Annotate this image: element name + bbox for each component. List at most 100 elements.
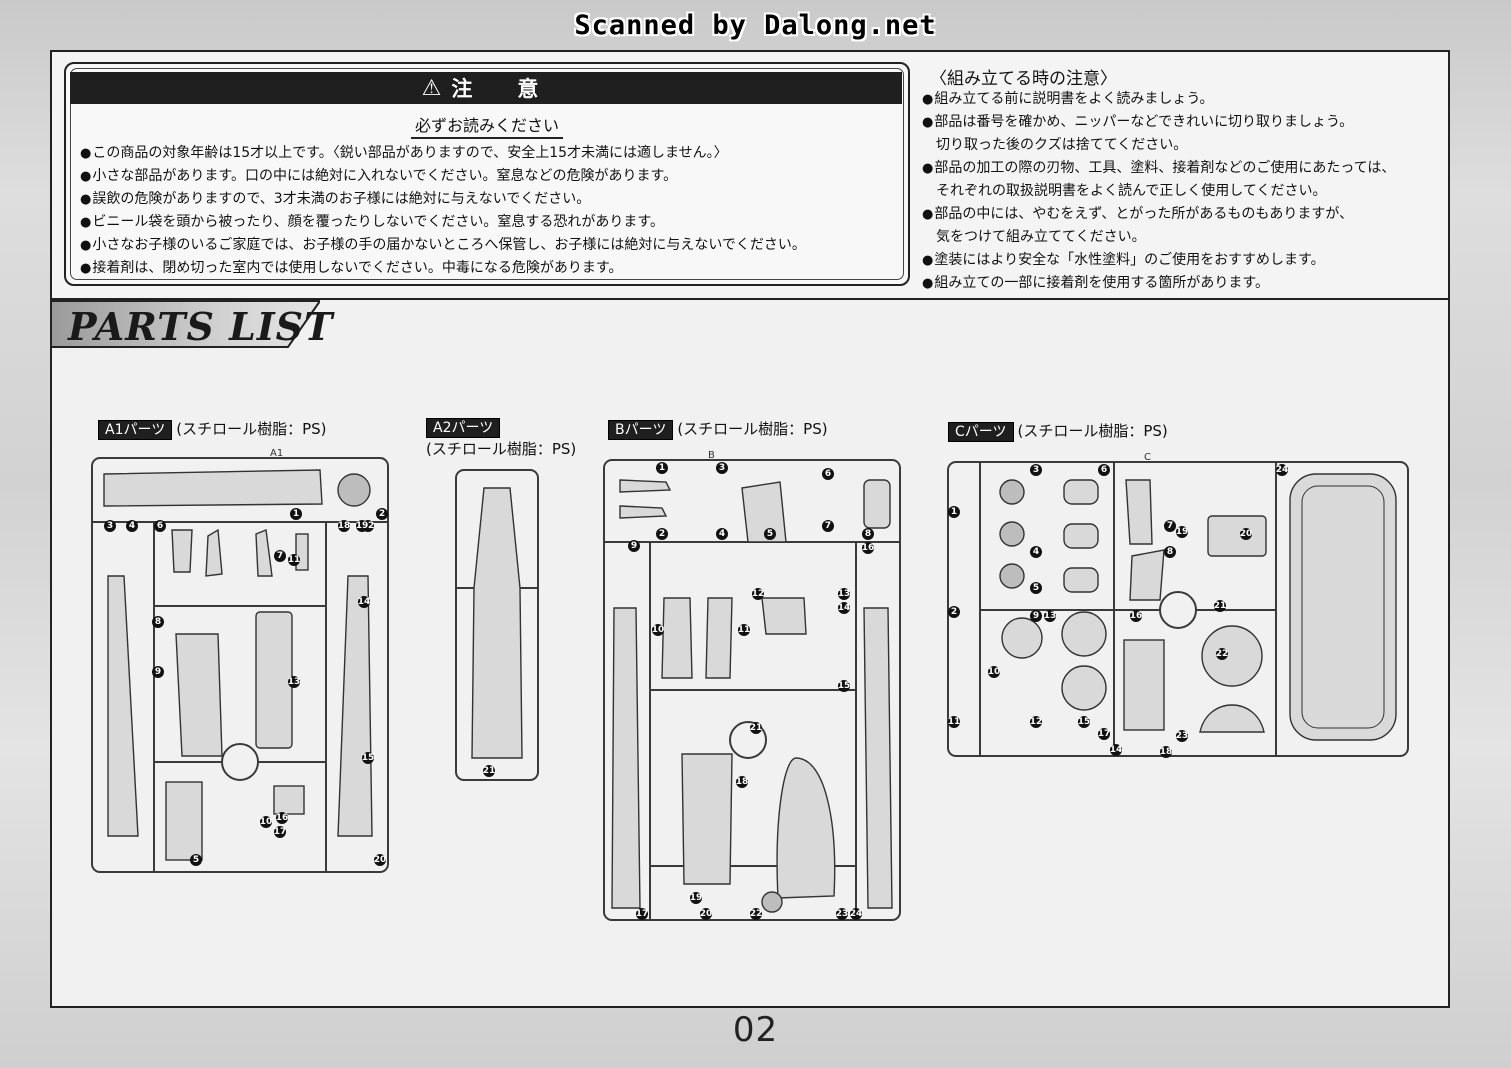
part-number-marker: 1: [656, 462, 668, 474]
part-number-badge: [988, 666, 1000, 678]
note-item-continued: 気をつけて組み立ててください。: [936, 229, 1146, 245]
part-number-badge: [750, 908, 762, 920]
warning-item: ●ビニール袋を頭から被ったり、顔を覆ったりしないでください。窒息する恐れがありま…: [80, 214, 664, 230]
small-part: [205, 528, 223, 577]
part-number-badge: [838, 588, 850, 600]
runner-b-frame: [603, 459, 901, 921]
part-number-marker: 19: [1176, 526, 1188, 538]
bullet-icon: ●: [80, 169, 92, 184]
bullet-icon: ●: [80, 215, 92, 230]
part-number-marker: 13: [1044, 610, 1056, 622]
part-number-badge: [290, 508, 302, 520]
part-number-badge: [1240, 528, 1252, 540]
part-number-badge: [276, 812, 288, 824]
runner-a2-frame: [455, 469, 539, 781]
part-number-label: 17: [274, 827, 287, 837]
part-number-group-a2: 21: [483, 765, 495, 777]
part-number-label: 9: [631, 541, 637, 551]
part-number-marker: 17: [274, 826, 287, 838]
parts-list-title: PARTS LIST: [68, 304, 334, 349]
part-number-label: 1: [293, 509, 299, 519]
part-number-label: 19: [356, 521, 369, 531]
part-number-marker: 22: [1216, 648, 1229, 660]
deck-part: [175, 633, 223, 757]
part-number-marker: 9: [628, 540, 640, 552]
warning-item: ●小さなお子様のいるご家庭では、お子様の手の届かないところへ保管し、お子様には絶…: [80, 237, 806, 253]
group-material-c: (スチロール樹脂：PS): [1017, 422, 1168, 440]
small-part: [1063, 479, 1099, 505]
part-number-badge: [948, 716, 960, 728]
part-number-label: 5: [767, 529, 773, 539]
bow-part: [776, 757, 836, 899]
part-number-badge: [652, 624, 664, 636]
part-number-label: 8: [155, 617, 161, 627]
small-part: [999, 479, 1025, 505]
small-part: [1061, 665, 1107, 711]
warning-inner-border: [70, 68, 904, 280]
part-number-marker: 13: [838, 588, 851, 600]
part-number-label: 15: [1078, 717, 1091, 727]
part-number-marker: 20: [1240, 528, 1252, 540]
bullet-icon: ●: [922, 207, 934, 222]
page-number: 02: [732, 1010, 779, 1050]
part-number-badge: [948, 506, 960, 518]
part-number-badge: [948, 606, 960, 618]
part-number-marker: 10: [988, 666, 1000, 678]
part-number-badge: [1130, 610, 1142, 622]
part-number-label: 3: [107, 521, 113, 531]
part-number-label: 5: [193, 855, 199, 865]
part-number-marker: 23: [1176, 730, 1188, 742]
part-number-label: 7: [277, 551, 283, 561]
bullet-icon: ●: [80, 146, 92, 161]
note-item: ●部品の中には、やむをえず、とがった所があるものもありますが、: [922, 206, 1354, 222]
part-number-marker: 21: [483, 765, 495, 777]
small-part: [761, 891, 783, 913]
bullet-icon: ●: [922, 92, 934, 107]
part-number-badge: [1160, 746, 1172, 758]
part-number-marker: 6: [154, 520, 166, 532]
small-part: [1123, 639, 1165, 731]
warning-triangle-icon: ⚠: [421, 75, 442, 101]
bridge-part: [255, 611, 293, 749]
part-number-label: 9: [155, 667, 161, 677]
part-number-marker: 16: [276, 812, 289, 824]
part-number-label: 16: [862, 543, 875, 553]
runner-a1: A1 1234671112181981491315101617520: [91, 448, 389, 873]
part-number-label: 18: [338, 521, 351, 531]
part-number-marker: 7: [274, 550, 286, 562]
assembly-notes-list: ●組み立てる前に説明書をよく読みましょう。 ●部品は番号を確かめ、ニッパーなどで…: [922, 88, 1395, 295]
part-number-label: 22: [1216, 649, 1229, 659]
part-number-marker: 15: [362, 752, 374, 764]
part-number-badge: [1276, 464, 1288, 476]
part-number-badge: [104, 520, 116, 532]
part-number-label: 19: [690, 893, 703, 903]
part-number-marker: 20: [374, 854, 386, 866]
small-part: [1001, 617, 1043, 659]
runner-ring: [221, 743, 259, 781]
part-number-marker: 22: [750, 908, 762, 920]
part-number-badge: [1164, 520, 1176, 532]
group-label-b: Bパーツ(スチロール樹脂：PS): [608, 418, 828, 440]
part-number-label: 24: [1276, 465, 1289, 475]
part-number-label: 21: [1214, 601, 1227, 611]
part-number-badge: [1030, 464, 1042, 476]
warning-item: ●接着剤は、閉め切った室内では使用しないでください。中毒になる危険があります。: [80, 260, 623, 276]
part-number-badge: [1030, 610, 1042, 622]
part-number-badge: [1044, 610, 1056, 622]
note-item: ●組み立ての一部に接着剤を使用する箇所があります。: [922, 275, 1269, 291]
part-number-badge: [750, 722, 762, 734]
part-number-label: 12: [1030, 717, 1043, 727]
part-number-label: 13: [838, 589, 851, 599]
part-number-marker: 9: [152, 666, 164, 678]
part-number-label: 9: [1033, 611, 1039, 621]
part-number-badge: [850, 908, 862, 920]
part-number-marker: 11: [288, 554, 300, 566]
part-number-marker: 24: [850, 908, 862, 920]
part-number-badge: [736, 776, 748, 788]
part-number-label: 16: [276, 813, 289, 823]
part-number-badge: [656, 462, 668, 474]
bridge-tower-part: [741, 481, 787, 543]
runner-b-letter: B: [708, 450, 715, 461]
